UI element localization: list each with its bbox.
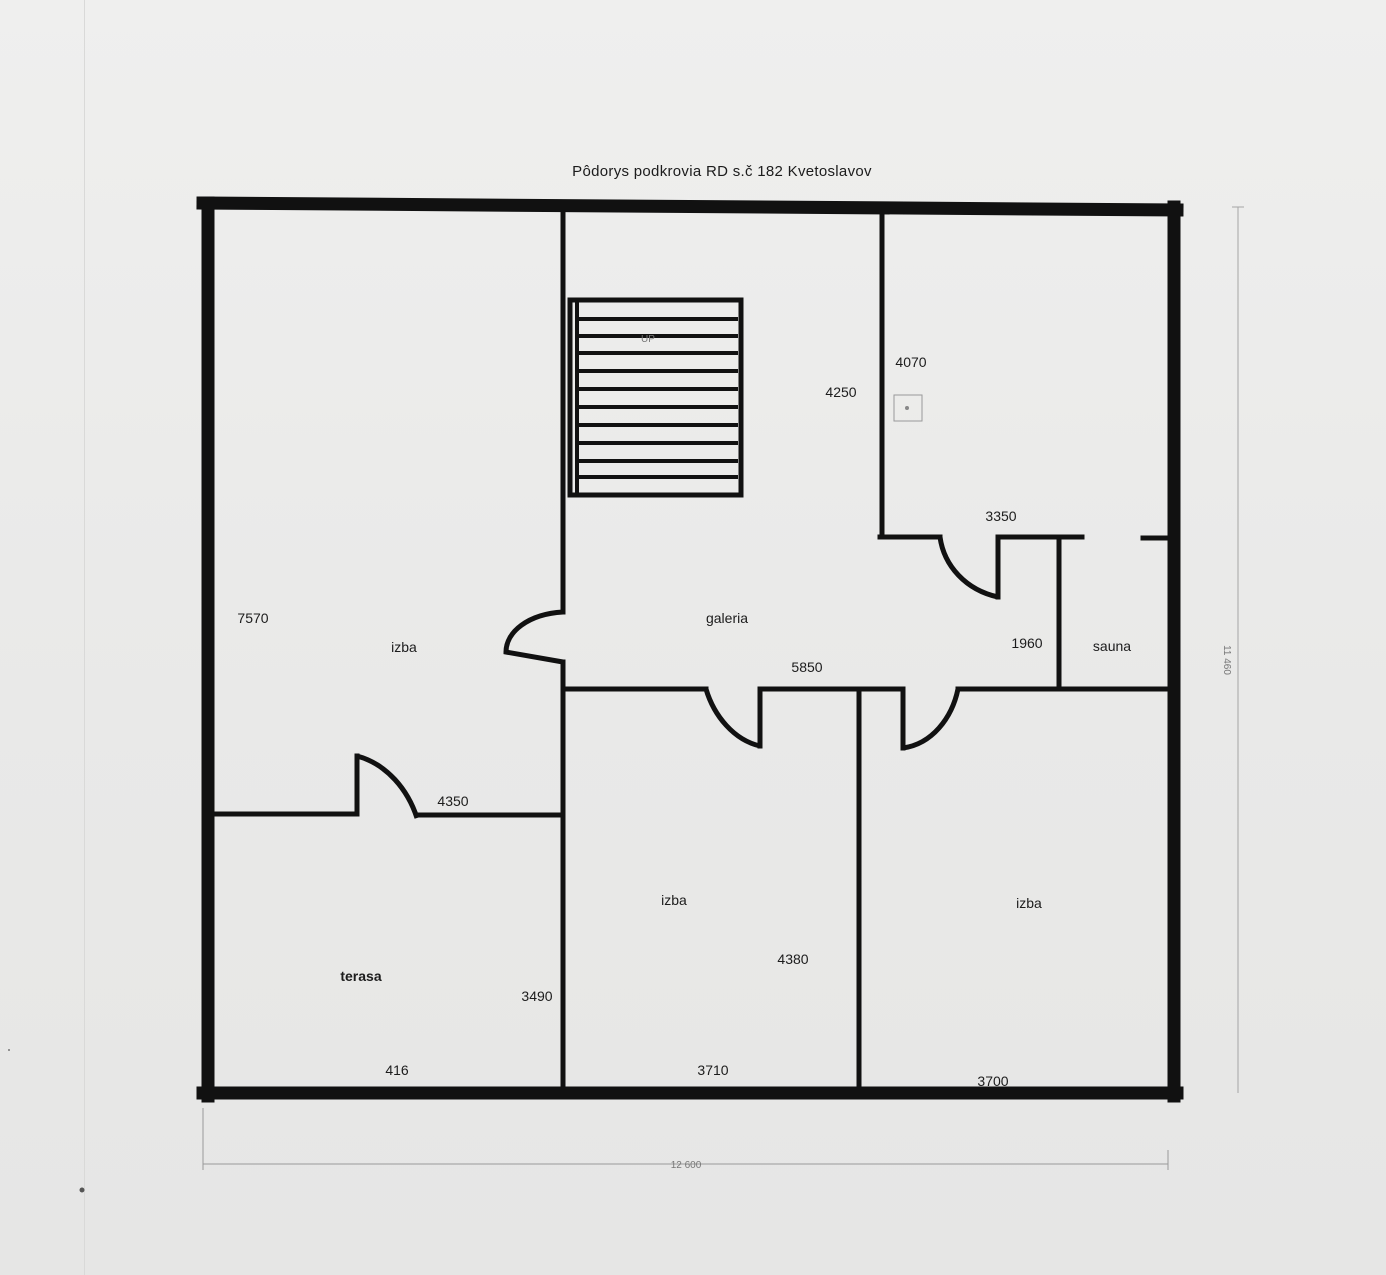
interior-walls: [213, 211, 1169, 1089]
doors: [354, 534, 1001, 819]
room-label-izba-mid: izba: [661, 892, 687, 908]
dim-5850: 5850: [791, 659, 822, 675]
paper-speck: [8, 1049, 10, 1051]
room-label-izba-left: izba: [391, 639, 417, 655]
door-left-room: [503, 609, 564, 665]
dim-4070: 4070: [895, 354, 926, 370]
staircase: UP: [567, 297, 744, 498]
dim-4350: 4350: [437, 793, 468, 809]
room-label-sauna: sauna: [1093, 638, 1131, 654]
dimension-labels: 7570 4250 4070 3350 5850 1960 4350 4380 …: [237, 354, 1042, 1089]
sink-symbol: [893, 394, 923, 422]
room-labels: izba galeria sauna terasa izba izba: [340, 610, 1131, 984]
paper-fold-line: [84, 0, 85, 1275]
dim-4250: 4250: [825, 384, 856, 400]
door-top-right-room: [937, 534, 1001, 600]
room-label-izba-right: izba: [1016, 895, 1042, 911]
stair-up-label: UP: [641, 334, 655, 345]
door-izba-right: [900, 686, 961, 751]
exterior-walls: [196, 196, 1184, 1103]
overall-width-dimension: 12 600: [202, 1108, 1169, 1171]
dim-total-width: 12 600: [671, 1160, 702, 1171]
room-label-terasa: terasa: [340, 968, 381, 984]
dim-3490: 3490: [521, 988, 552, 1004]
dim-7570: 7570: [237, 610, 268, 626]
dim-total-height: 11 460: [1221, 645, 1232, 675]
door-terasa: [354, 753, 420, 819]
dim-3700: 3700: [977, 1073, 1008, 1089]
room-label-galeria: galeria: [706, 610, 748, 626]
paper-speck: [79, 1187, 85, 1193]
dim-3710: 3710: [697, 1062, 728, 1078]
dim-4380: 4380: [777, 951, 808, 967]
plan-title: Pôdorys podkrovia RD s.č 182 Kvetoslavov: [572, 163, 872, 180]
door-izba-mid: [703, 686, 763, 749]
dim-3350: 3350: [985, 508, 1016, 524]
dim-1960: 1960: [1011, 635, 1042, 651]
dim-416: 416: [385, 1062, 409, 1078]
overall-height-dimension: 11 460: [1221, 206, 1244, 1093]
